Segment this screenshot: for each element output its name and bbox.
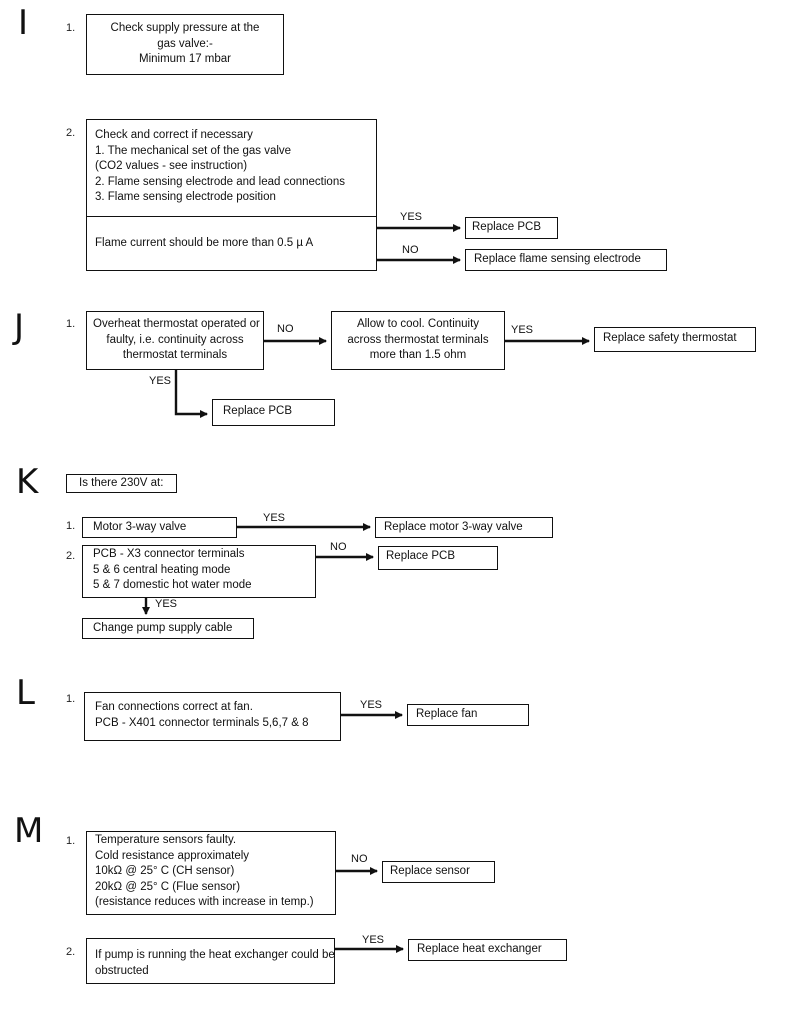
box-line: PCB - X3 connector terminals (93, 548, 245, 560)
no-label: NO (351, 853, 368, 865)
box-line: 20kΩ @ 25° C (Flue sensor) (95, 880, 241, 893)
step-number: 2. (66, 946, 76, 958)
check-box-k1: Motor 3-way valve (82, 517, 237, 538)
box-line: PCB - X401 connector terminals 5,6,7 & 8 (95, 716, 309, 729)
box-line: 5 & 7 domestic hot water mode (93, 579, 252, 591)
result-box-replace-motor-valve: Replace motor 3-way valve (375, 517, 553, 538)
result-text: Change pump supply cable (93, 622, 233, 634)
check-box-i2-lower: Flame current should be more than 0.5 µ … (87, 217, 376, 252)
check-box-k2: PCB - X3 connector terminals 5 & 6 centr… (82, 545, 316, 598)
box-line: 1. The mechanical set of the gas valve (95, 144, 292, 157)
section-letter-l: L (16, 673, 35, 713)
step-number: 1. (66, 520, 76, 532)
result-box-replace-fan: Replace fan (407, 704, 529, 726)
box-line: across thermostat terminals (347, 333, 489, 346)
box-line: 2. Flame sensing electrode and lead conn… (95, 175, 345, 188)
check-box-m1: Temperature sensors faulty. Cold resista… (86, 831, 336, 915)
yes-label: YES (149, 375, 172, 387)
step-number: 1. (66, 693, 76, 705)
box-line: Temperature sensors faulty. (95, 834, 237, 846)
step-number: 2. (66, 550, 76, 562)
result-box-replace-flame-electrode: Replace flame sensing electrode (465, 249, 667, 271)
box-line: more than 1.5 ohm (369, 349, 467, 361)
box-line: thermostat terminals (122, 349, 228, 361)
result-text: Replace sensor (390, 865, 470, 877)
box-line: Check supply pressure at the (110, 22, 260, 34)
box-line: 5 & 6 central heating mode (93, 563, 231, 576)
section-letter-k: K (16, 462, 39, 502)
box-line: If pump is running the heat exchanger co… (95, 949, 335, 961)
arrow-j1-yes (174, 370, 208, 418)
check-box-m2: If pump is running the heat exchanger co… (86, 938, 335, 984)
question-text: Is there 230V at: (79, 477, 164, 489)
box-line: Motor 3-way valve (93, 521, 187, 533)
result-box-replace-pcb: Replace PCB (212, 399, 335, 426)
yes-label: YES (155, 598, 178, 610)
result-text: Replace motor 3-way valve (384, 521, 523, 533)
box-line: Check and correct if necessary (95, 129, 253, 141)
check-box-l1: Fan connections correct at fan. PCB - X4… (84, 692, 341, 741)
box-line: Cold resistance approximately (95, 849, 250, 862)
section-letter-m: M (14, 811, 44, 851)
result-text: Replace PCB (386, 550, 456, 562)
no-label: NO (277, 323, 294, 335)
question-box-230v: Is there 230V at: (66, 474, 177, 493)
result-text: Replace fan (416, 708, 478, 720)
yes-label: YES (360, 699, 383, 711)
box-line: Overheat thermostat operated or (93, 318, 260, 330)
step-number: 2. (66, 127, 76, 139)
box-line: 10kΩ @ 25° C (CH sensor) (95, 865, 235, 877)
check-box-j1-cool: Allow to cool. Continuity across thermos… (331, 311, 505, 370)
yes-label: YES (362, 934, 385, 946)
no-label: NO (330, 541, 347, 553)
section-letter-i: I (18, 3, 29, 43)
yes-label: YES (263, 512, 286, 524)
step-number: 1. (66, 22, 76, 34)
flame-current-text: Flame current should be more than 0.5 µ … (95, 237, 314, 249)
result-box-replace-heat-exchanger: Replace heat exchanger (408, 939, 567, 961)
box-line: Fan connections correct at fan. (95, 701, 253, 713)
result-box-replace-safety-thermostat: Replace safety thermostat (594, 327, 756, 352)
result-text: Replace safety thermostat (603, 332, 737, 344)
result-text: Replace flame sensing electrode (474, 253, 641, 265)
yes-label: YES (400, 211, 423, 223)
box-line: 3. Flame sensing electrode position (95, 191, 276, 203)
check-box-j1: Overheat thermostat operated or faulty, … (86, 311, 264, 370)
result-text: Replace heat exchanger (417, 943, 542, 955)
check-box-i2: Check and correct if necessary 1. The me… (86, 119, 377, 271)
box-line: faulty, i.e. continuity across (106, 333, 244, 346)
result-box-replace-pcb: Replace PCB (465, 217, 558, 239)
box-line: Allow to cool. Continuity (356, 318, 480, 330)
result-box-replace-sensor: Replace sensor (382, 861, 495, 883)
box-line: gas valve:- (157, 37, 213, 50)
check-box-i1: Check supply pressure at the gas valve:-… (86, 14, 284, 75)
no-label: NO (402, 244, 419, 256)
box-line: Minimum 17 mbar (138, 53, 232, 65)
box-line: obstructed (95, 964, 149, 977)
step-number: 1. (66, 318, 76, 330)
result-text: Replace PCB (223, 405, 293, 417)
yes-label: YES (511, 324, 534, 336)
box-line: (CO2 values - see instruction) (95, 160, 248, 172)
result-box-change-pump-cable: Change pump supply cable (82, 618, 254, 639)
result-box-replace-pcb: Replace PCB (378, 546, 498, 570)
check-box-i2-upper: Check and correct if necessary 1. The me… (87, 120, 376, 217)
step-number: 1. (66, 835, 76, 847)
section-letter-j: J (14, 307, 25, 347)
result-text: Replace PCB (472, 221, 542, 233)
box-line: (resistance reduces with increase in tem… (95, 896, 314, 908)
